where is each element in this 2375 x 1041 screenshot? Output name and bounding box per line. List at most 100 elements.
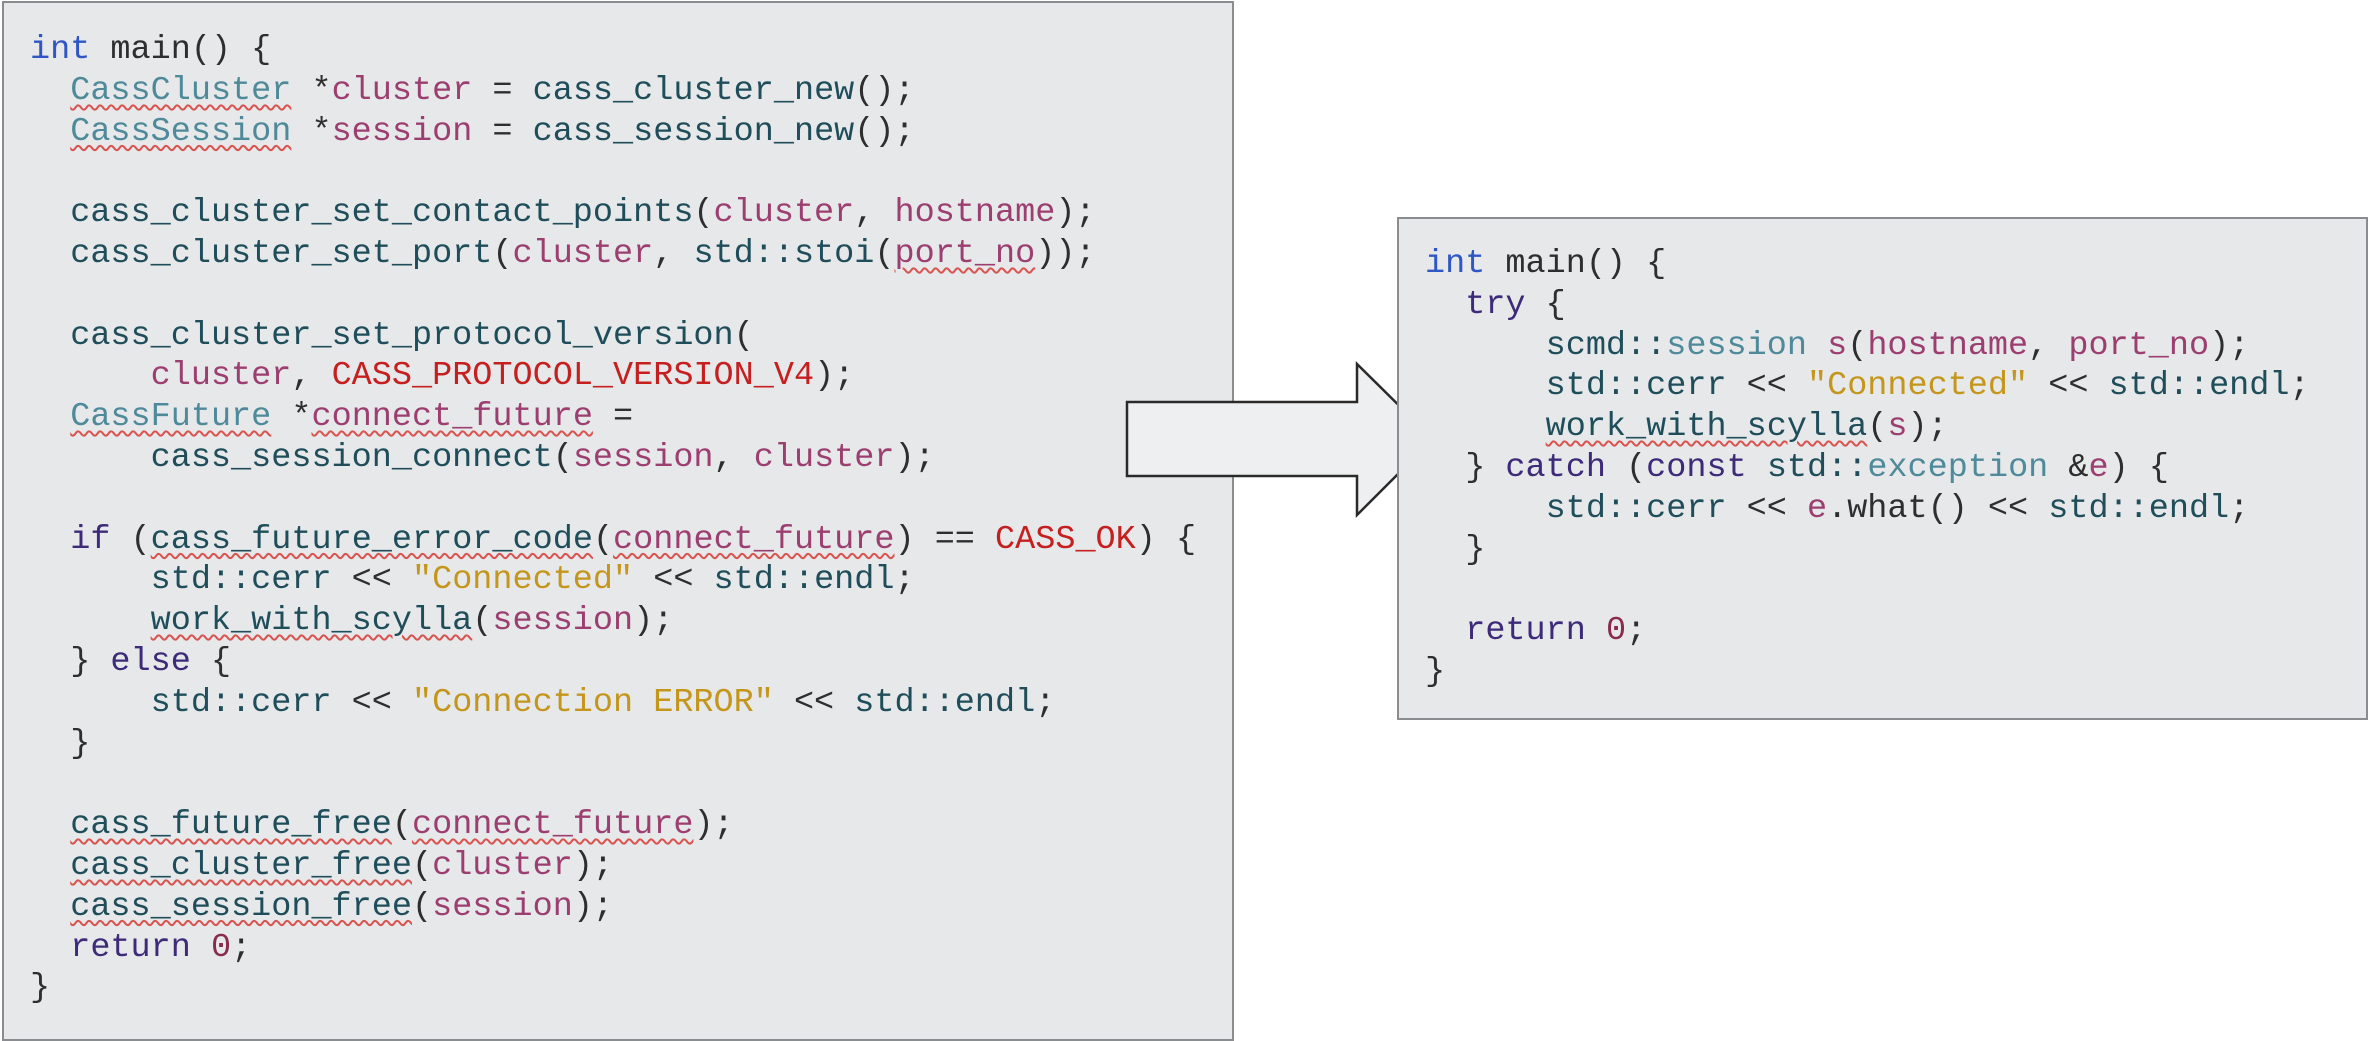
code-token: CassSession <box>70 112 292 151</box>
code-token: 0 <box>1605 612 1627 651</box>
code-token: cass_session_new <box>532 112 855 151</box>
code-token <box>30 684 151 722</box>
code-token: exception <box>1867 448 2049 487</box>
code-token: return <box>1465 612 1586 651</box>
code-token: << <box>1726 367 1807 406</box>
code-line: if (cass_future_error_code(connect_futur… <box>30 520 1196 561</box>
code-token: work_with_scylla <box>150 602 473 641</box>
code-token: (); <box>854 71 915 110</box>
code-token: ; <box>2289 367 2310 406</box>
code-line <box>1425 570 2310 611</box>
code-line: } catch (const std::exception &e) { <box>1425 448 2310 489</box>
code-token: ( <box>693 194 714 233</box>
code-token: << <box>2028 367 2109 406</box>
code-token: = <box>472 112 533 151</box>
code-token: std::stoi <box>693 234 875 273</box>
code-token: cass_session_connect <box>150 438 553 477</box>
code-line: CassSession *session = cass_session_new(… <box>30 112 1196 153</box>
code-token: work_with_scylla <box>1545 408 1868 447</box>
code-line: int main() { <box>30 30 1196 71</box>
code-token: ( <box>110 520 151 559</box>
code-line: cass_cluster_set_protocol_version( <box>30 316 1196 357</box>
code-token: cluster <box>331 71 473 110</box>
code-token <box>1425 286 1465 324</box>
code-line: std::cerr << e.what() << std::endl; <box>1425 489 2310 530</box>
code-line: std::cerr << "Connected" << std::endl; <box>1425 366 2310 407</box>
code-token <box>30 521 70 559</box>
code-token: main() { <box>90 31 272 69</box>
code-token: "Connected" <box>1806 367 2029 406</box>
code-token: ) == <box>894 520 996 559</box>
code-token: ; <box>1035 683 1056 722</box>
code-token: int <box>30 31 91 69</box>
code-token: ; <box>231 928 252 967</box>
code-token <box>30 194 70 232</box>
code-token <box>1425 408 1546 446</box>
code-token: connect_future <box>411 806 694 845</box>
code-line: std::cerr << "Connection ERROR" << std::… <box>30 683 1196 724</box>
code-token: ); <box>1907 408 1948 447</box>
code-token <box>30 398 70 436</box>
code-token: session <box>432 887 573 926</box>
code-token: ( <box>391 806 412 845</box>
code-token: , <box>854 194 895 233</box>
code-token: e <box>2088 448 2109 487</box>
code-token: if <box>70 520 111 559</box>
code-token <box>30 113 70 151</box>
code-token: cass_cluster_free <box>70 846 412 885</box>
code-token: cass_session_free <box>70 887 412 926</box>
code-token: } <box>1425 530 1486 569</box>
code-token: session <box>492 602 634 641</box>
code-token: << <box>331 561 412 600</box>
code-token: ); <box>693 806 734 845</box>
code-token: port_no <box>894 234 1036 273</box>
code-token: ( <box>1847 326 1868 365</box>
code-token: ); <box>814 357 855 396</box>
code-token: ; <box>894 561 915 600</box>
code-token: std::cerr <box>150 683 332 722</box>
code-token: { <box>1525 285 1566 324</box>
code-token: s <box>1887 408 1908 447</box>
code-token: std::cerr <box>150 561 332 600</box>
code-token: ( <box>472 602 493 641</box>
code-token: hostname <box>1867 326 2029 365</box>
code-token: , <box>713 438 754 477</box>
code-block: int main() { try { scmd::session s(hostn… <box>1425 244 2310 693</box>
code-token: 0 <box>210 928 232 967</box>
code-token: ( <box>411 887 433 926</box>
code-token: ); <box>2209 326 2250 365</box>
code-token: cass_cluster_new <box>532 71 855 110</box>
code-token: ; <box>1626 612 1647 651</box>
code-token <box>1807 327 1827 365</box>
code-token: CASS_PROTOCOL_VERSION_V4 <box>331 357 815 396</box>
code-token: * <box>291 71 332 110</box>
code-line: scmd::session s(hostname, port_no); <box>1425 326 2310 367</box>
code-token: ( <box>411 846 433 885</box>
code-token: } <box>30 724 91 763</box>
code-token: scmd:: <box>1545 326 1667 365</box>
code-line: work_with_scylla(s); <box>1425 407 2310 448</box>
code-token: CASS_OK <box>995 520 1136 559</box>
code-line: } <box>1425 652 2310 693</box>
code-line: int main() { <box>1425 244 2310 285</box>
code-token: ); <box>894 438 935 477</box>
code-token: cluster <box>713 194 855 233</box>
code-token: ) { <box>1135 520 1197 559</box>
arrow-shape <box>1125 361 1435 519</box>
code-line: CassFuture *connect_future = <box>30 397 1196 438</box>
code-token: std::endl <box>2108 367 2290 406</box>
code-token <box>30 602 151 640</box>
code-token: std::cerr <box>1545 367 1727 406</box>
code-line <box>30 152 1196 193</box>
code-token <box>1747 449 1767 487</box>
code-token: & <box>2048 448 2089 487</box>
code-token <box>30 806 70 844</box>
code-token: port_no <box>2068 326 2210 365</box>
code-line: work_with_scylla(session); <box>30 601 1196 642</box>
code-token <box>30 72 70 110</box>
code-token: connect_future <box>613 520 895 559</box>
code-token: e <box>1806 489 1828 528</box>
code-token <box>30 888 70 926</box>
code-token: << <box>331 683 412 722</box>
code-line: CassCluster *cluster = cass_cluster_new(… <box>30 71 1196 112</box>
